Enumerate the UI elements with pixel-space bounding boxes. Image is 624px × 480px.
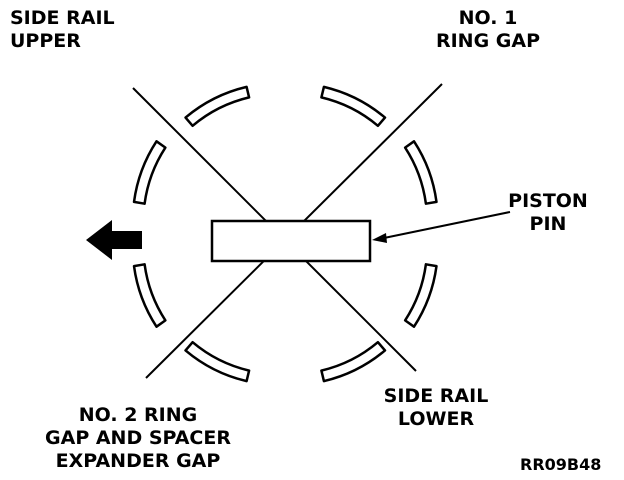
ring-segment-lower-left xyxy=(184,340,251,383)
piston-pin-leader-arrowhead xyxy=(372,233,387,243)
ring-segment-upper-left xyxy=(184,85,251,128)
label-side-rail-upper-line2: UPPER xyxy=(10,30,81,52)
label-side-rail-lower: SIDE RAIL LOWER xyxy=(372,385,500,431)
label-side-rail-upper: SIDE RAIL UPPER xyxy=(10,7,115,53)
left-arrow-icon xyxy=(86,220,142,260)
label-no1-ring-gap-line2: RING GAP xyxy=(435,30,541,52)
piston-pin-rect xyxy=(210,219,372,263)
ring-segment-upper-right xyxy=(320,85,387,128)
label-piston-pin-line2: PIN xyxy=(529,213,567,235)
ring-segments xyxy=(132,85,438,383)
ring-segment-right-lower xyxy=(403,263,438,328)
piston-pin-leader xyxy=(383,211,511,239)
ring-segment-right-upper xyxy=(403,140,438,205)
label-piston-pin-line1: PISTON xyxy=(508,190,588,212)
label-no2-ring-gap-line1: NO. 2 RING xyxy=(78,404,198,426)
label-no2-ring-gap-line2: GAP AND SPACER xyxy=(45,427,231,449)
label-side-rail-lower-line2: LOWER xyxy=(397,408,475,430)
label-side-rail-upper-line1: SIDE RAIL xyxy=(10,7,115,29)
label-side-rail-lower-line1: SIDE RAIL xyxy=(383,385,489,407)
ring-segment-lower-right xyxy=(320,340,387,383)
figure-code: RR09B48 xyxy=(520,455,602,474)
label-no1-ring-gap-line1: NO. 1 xyxy=(458,7,518,29)
label-no2-ring-gap: NO. 2 RING GAP AND SPACER EXPANDER GAP xyxy=(38,404,238,473)
label-no1-ring-gap: NO. 1 RING GAP xyxy=(428,7,548,53)
label-piston-pin: PISTON PIN xyxy=(498,190,598,236)
label-no2-ring-gap-line3: EXPANDER GAP xyxy=(55,450,221,472)
ring-segment-left-lower xyxy=(132,263,167,328)
ring-segment-left-upper xyxy=(132,140,167,205)
